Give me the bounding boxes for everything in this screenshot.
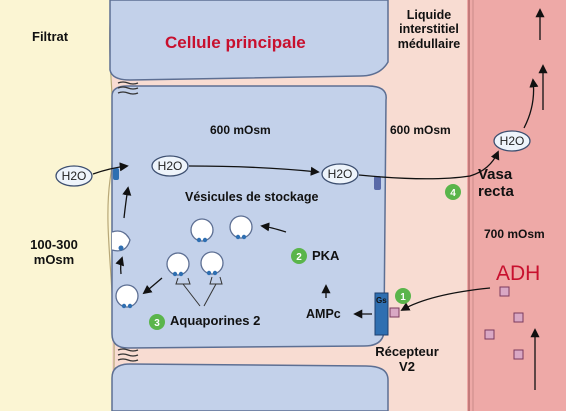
- fusing-vesicle: [111, 230, 131, 252]
- vesicle-group: [115, 215, 253, 308]
- gs-label: Gs: [376, 296, 387, 305]
- liquide-line-2: interstitiel: [399, 22, 459, 37]
- vesicules-label: Vésicules de stockage: [185, 190, 319, 204]
- cellule-principale-label: Cellule principale: [165, 33, 306, 52]
- adh-particle: [499, 286, 510, 297]
- receptor-binding-site: [389, 307, 400, 318]
- h2o-filtrat: H2O: [55, 165, 93, 187]
- vasa-line-1: Vasa: [478, 166, 513, 183]
- liquide-interstitiel-label: Liquide interstitiel médullaire: [391, 8, 467, 51]
- step-4: 4: [445, 184, 461, 200]
- step-number: 1: [400, 292, 406, 303]
- vesicle: [166, 252, 190, 276]
- adh-particle: [513, 312, 524, 323]
- step-1: 1: [395, 288, 411, 304]
- pka-label: PKA: [312, 248, 340, 263]
- basolateral-aquaporin: [374, 176, 381, 190]
- vesicle: [200, 251, 224, 275]
- recepteur-line-2: V2: [399, 358, 415, 374]
- ampc-label: AMPc: [306, 307, 341, 321]
- vasa-recta-label: Vasa recta: [478, 166, 514, 201]
- vesicle: [229, 215, 253, 239]
- cell-osmolarity-label: 600 mOsm: [210, 123, 271, 137]
- h2o-basal: H2O: [321, 163, 359, 185]
- vasa-recta-region: [467, 0, 566, 411]
- v2-receptor: [374, 292, 389, 336]
- adh-particles: [484, 286, 524, 360]
- h2o-vasa: H2O: [493, 130, 531, 152]
- h2o-label: H2O: [158, 159, 183, 173]
- filtrat-label: Filtrat: [32, 29, 69, 44]
- interstitial-osmolarity-label: 600 mOsm: [390, 123, 451, 137]
- vesicle: [190, 218, 214, 242]
- filtrat-osm-line-2: mOsm: [33, 251, 75, 267]
- vasa-line-2: recta: [478, 183, 514, 201]
- vasa-flow-arrows: [530, 8, 548, 390]
- tight-junction-top: [117, 81, 139, 95]
- aquaporin-leader-lines: [175, 276, 223, 307]
- h2o-cell: H2O: [151, 155, 189, 177]
- adh-particle: [484, 329, 495, 340]
- water-path-arrows: [92, 78, 539, 319]
- vesicle-aquaporin-dots: [121, 234, 247, 309]
- recepteur-line-1: Récepteur: [375, 344, 439, 359]
- tight-junction-bottom: [117, 348, 139, 362]
- vesicle-aquaporin-dot: [118, 245, 124, 251]
- filtrat-osm-line-1: 100-300: [30, 237, 78, 252]
- apical-aquaporin: [113, 168, 119, 180]
- step-number: 4: [450, 188, 456, 199]
- liquide-line-3: médullaire: [397, 36, 461, 51]
- recepteur-v2-label: Récepteur V2: [371, 344, 443, 375]
- step-3: 3: [149, 314, 165, 330]
- filtrat-region: [0, 0, 112, 411]
- liquide-line-1: Liquide: [406, 8, 452, 22]
- vesicle: [115, 284, 139, 308]
- h2o-label: H2O: [328, 167, 353, 181]
- h2o-label: H2O: [62, 169, 87, 183]
- filtrat-osmolarity-label: 100-300 mOsm: [18, 237, 90, 268]
- adh-particle: [513, 349, 524, 360]
- step-2: 2: [291, 248, 307, 264]
- bottom-cell: [111, 363, 389, 411]
- adh-label: ADH: [496, 262, 541, 285]
- h2o-label: H2O: [500, 134, 525, 148]
- step-number: 2: [296, 252, 302, 263]
- vasa-osmolarity-label: 700 mOsm: [484, 227, 545, 241]
- step-number: 3: [154, 318, 160, 329]
- aquaporines-label: Aquaporines 2: [170, 313, 261, 328]
- top-cell: [109, 0, 389, 81]
